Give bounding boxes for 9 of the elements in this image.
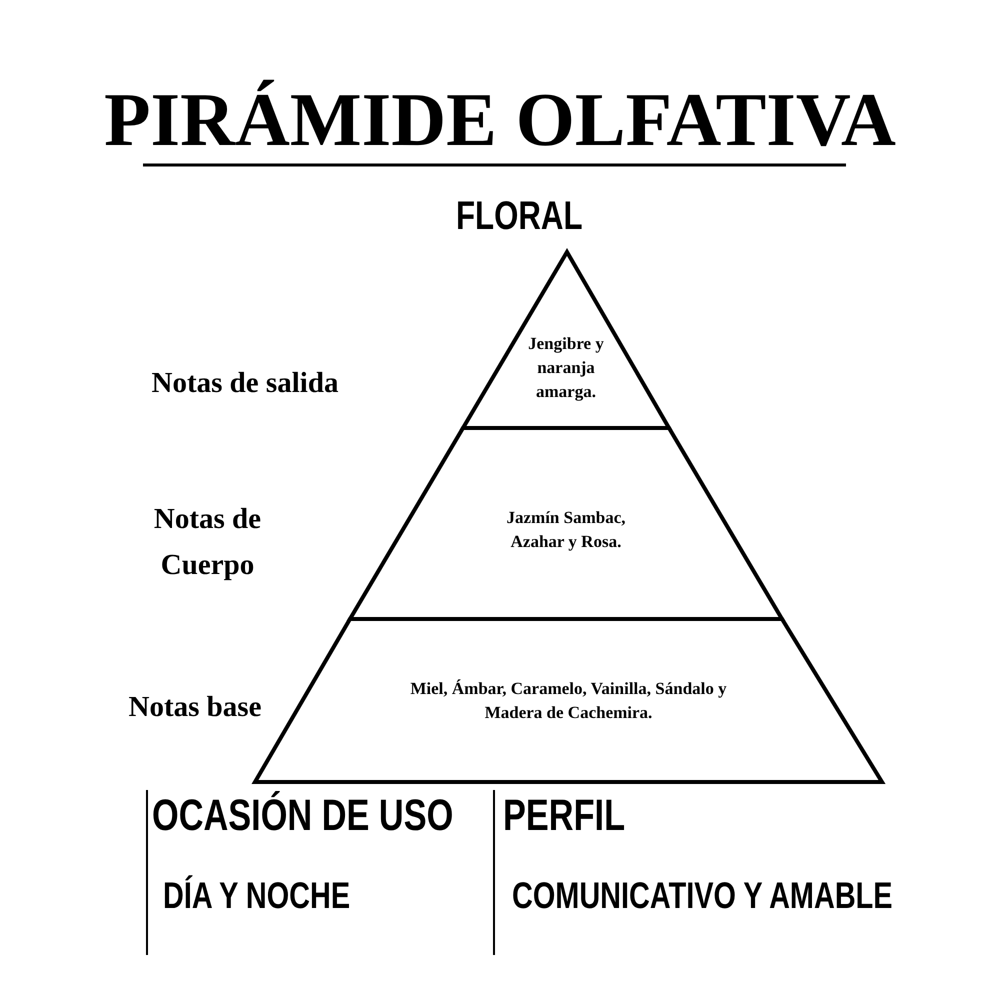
section-value: COMUNICATIVO Y AMABLE [512,877,893,914]
tier-notes: Jazmín Sambac, Azahar y Rosa. [506,507,626,553]
category-label: FLORAL [456,196,582,236]
section-heading: PERFIL [503,794,626,838]
section-value: DÍA Y NOCHE [163,877,350,914]
tier-label: Notas base [128,690,262,725]
tier-label: Notas de Cuerpo [152,502,262,584]
tier-label: Notas de salida [150,366,340,401]
title: PIRÁMIDE OLFATIVA [103,82,897,158]
